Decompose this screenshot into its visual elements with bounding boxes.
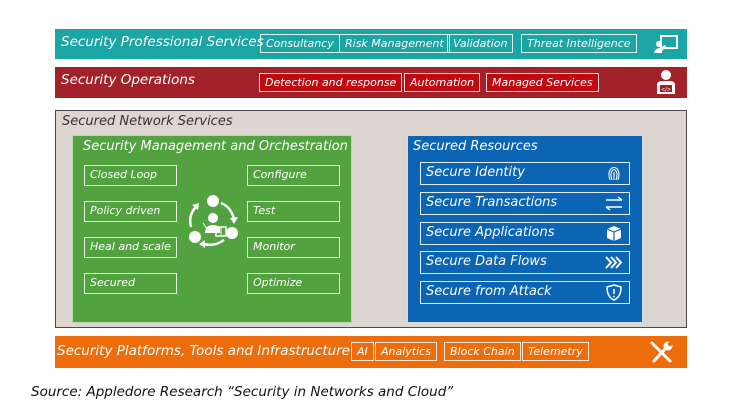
security-platforms-band: Security Platforms, Tools and Infrastruc… bbox=[55, 336, 687, 368]
step-configure: Configure bbox=[247, 165, 340, 186]
panel-title: Security Management and Orchestration bbox=[83, 139, 348, 154]
developer-user-icon: </> bbox=[657, 70, 675, 94]
shield-alert-icon bbox=[606, 284, 622, 301]
tools-icon bbox=[650, 341, 673, 363]
package-box-icon bbox=[606, 226, 622, 241]
svg-text:</>: </> bbox=[661, 87, 671, 93]
resource-secure-transactions: Secure Transactions bbox=[420, 192, 630, 215]
chip-threat-intelligence: Threat Intelligence bbox=[521, 34, 637, 53]
chip-managed-services: Managed Services bbox=[486, 73, 599, 92]
chip-detection-response: Detection and response bbox=[259, 73, 403, 92]
chip-analytics: Analytics bbox=[375, 342, 437, 361]
chip-telemetry: Telemetry bbox=[522, 342, 589, 361]
presentation-board-icon bbox=[654, 35, 678, 53]
step-optimize: Optimize bbox=[247, 273, 340, 294]
feature-closed-loop: Closed Loop bbox=[84, 165, 177, 186]
chip-block-chain: Block Chain bbox=[444, 342, 521, 361]
professional-services-band: Security Professional Services Consultan… bbox=[55, 29, 687, 59]
chip-consultancy: Consultancy bbox=[260, 34, 340, 53]
feature-secured: Secured bbox=[84, 273, 177, 294]
chip-automation: Automation bbox=[404, 73, 481, 92]
resource-label: Secure Transactions bbox=[426, 195, 558, 210]
band-title: Security Operations bbox=[61, 72, 195, 88]
chip-validation: Validation bbox=[447, 34, 514, 53]
chip-ai: AI bbox=[351, 342, 374, 361]
secured-resources-panel: Secured Resources Secure Identity Secure… bbox=[407, 135, 643, 323]
resource-secure-applications: Secure Applications bbox=[420, 222, 630, 245]
fingerprint-icon bbox=[608, 166, 620, 181]
band-title: Security Platforms, Tools and Infrastruc… bbox=[57, 343, 351, 359]
orchestration-cycle-icon bbox=[188, 195, 238, 248]
feature-heal-scale: Heal and scale bbox=[84, 237, 177, 258]
exchange-arrows-icon bbox=[605, 196, 623, 211]
chip-risk-management: Risk Management bbox=[339, 34, 450, 53]
step-test: Test bbox=[247, 201, 340, 222]
resource-secure-identity: Secure Identity bbox=[420, 162, 630, 185]
band-title: Security Professional Services bbox=[61, 34, 264, 50]
source-caption: Source: Appledore Research “Security in … bbox=[31, 384, 454, 400]
security-operations-band: Security Operations Detection and respon… bbox=[55, 67, 687, 98]
triple-chevron-icon bbox=[605, 256, 623, 269]
resource-label: Secure from Attack bbox=[426, 284, 552, 299]
resource-label: Secure Data Flows bbox=[426, 254, 547, 269]
resource-secure-data-flows: Secure Data Flows bbox=[420, 251, 630, 274]
step-monitor: Monitor bbox=[247, 237, 340, 258]
security-management-panel: Security Management and Orchestration Cl… bbox=[72, 135, 352, 323]
panel-title: Secured Resources bbox=[413, 139, 538, 154]
secured-network-services-panel: Secured Network Services Security Manage… bbox=[55, 110, 687, 328]
resource-label: Secure Applications bbox=[426, 225, 555, 240]
resource-label: Secure Identity bbox=[426, 165, 525, 180]
panel-title: Secured Network Services bbox=[62, 114, 233, 129]
resource-secure-from-attack: Secure from Attack bbox=[420, 281, 630, 304]
feature-policy-driven: Policy driven bbox=[84, 201, 177, 222]
